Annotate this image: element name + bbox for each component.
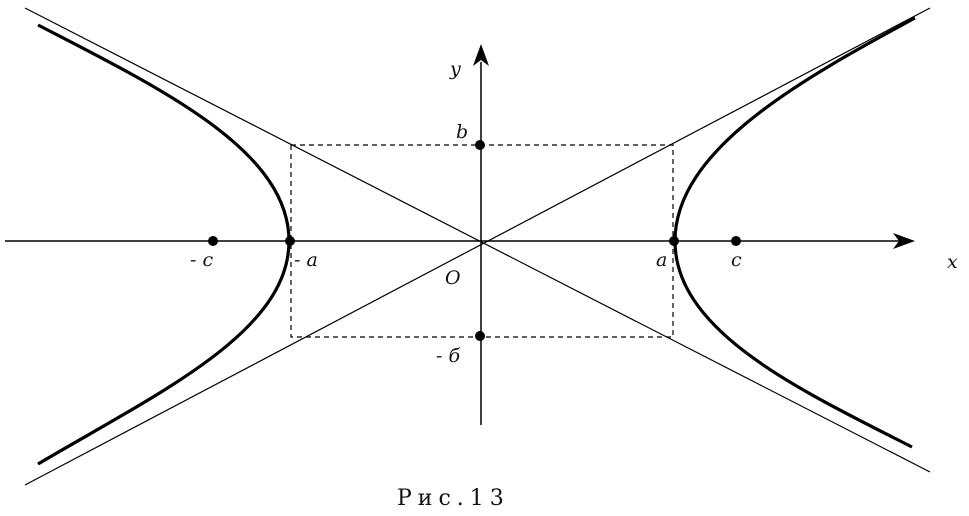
asymptote-negative-slope [24, 7, 931, 473]
a-label: a [656, 249, 667, 271]
hyperbola-right-branch [673, 16, 916, 449]
minus-a-label: - a [294, 249, 318, 271]
focus-minus-c-dot [208, 236, 218, 246]
y-axis-arrowhead [473, 44, 489, 66]
asymptote-positive-slope [24, 7, 931, 486]
hyperbola-left-branch [37, 23, 291, 466]
point-b-dot [475, 140, 485, 150]
b-label: b [456, 121, 468, 143]
x-axis-label: x [947, 251, 958, 273]
minus-c-label: - c [190, 249, 213, 271]
vertex-a-dot [669, 236, 679, 246]
y-axis-label: y [449, 58, 461, 80]
focus-c-dot [731, 236, 741, 246]
origin-label: O [445, 267, 461, 289]
point-minus-b-dot [475, 331, 485, 341]
vertex-minus-a-dot [285, 236, 295, 246]
figure-caption: Рис.13 [397, 486, 510, 511]
x-axis-arrowhead [893, 233, 915, 249]
c-label: c [731, 249, 742, 271]
minus-b-label: - б [436, 345, 460, 367]
